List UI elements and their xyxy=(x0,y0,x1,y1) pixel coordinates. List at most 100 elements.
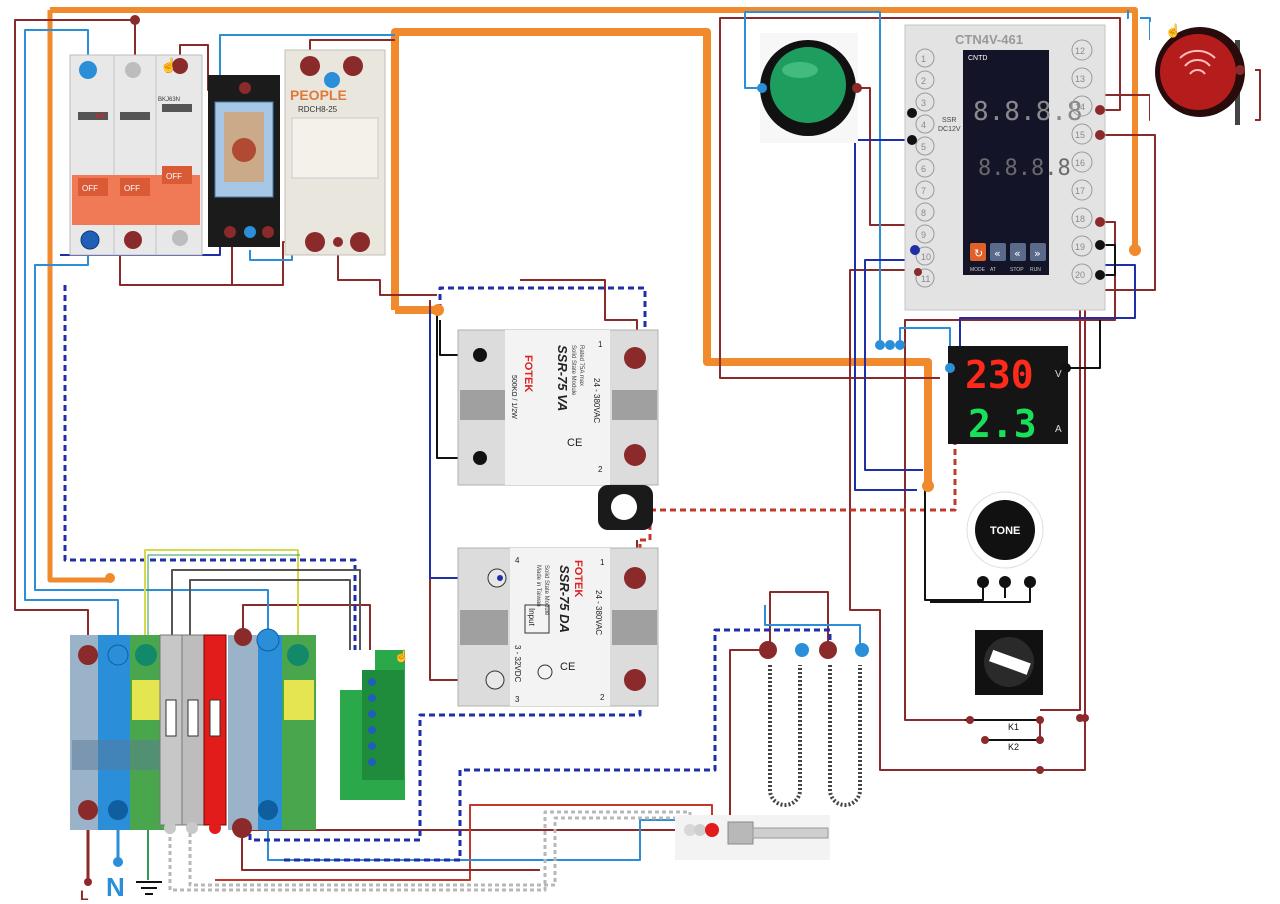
k2-label: K2 xyxy=(1008,742,1019,752)
knob-term-2 xyxy=(999,576,1011,588)
control-dashed-5 xyxy=(63,285,357,670)
terminal-block-right xyxy=(228,628,316,838)
breaker-term-bottom-2 xyxy=(124,231,142,249)
siren-icon: ☝ xyxy=(1150,22,1255,127)
controller-display-bottom: 8.8.8.8 xyxy=(978,156,1071,181)
relay-term-1 xyxy=(239,82,251,94)
controller-left-terminal-label: 1 xyxy=(921,54,926,64)
tb-l-term-3 xyxy=(135,644,157,666)
controller-term-dot-15 xyxy=(1095,130,1105,140)
lamp-term-2 xyxy=(852,83,862,93)
ssr-bottom-model: SSR-75 DA xyxy=(557,565,572,633)
controller-model: CTN4V-461 xyxy=(955,32,1023,47)
probe-term-3 xyxy=(705,823,719,837)
black-wire-3 xyxy=(924,490,984,601)
controller-right-terminal-label: 20 xyxy=(1075,270,1085,280)
earth-wire-3 xyxy=(147,554,300,655)
current-transformer-icon xyxy=(598,485,653,530)
contactor: PEOPLE RDCH8-25 xyxy=(284,49,386,256)
controller-display-top: 8.8.8.8 xyxy=(973,97,1083,127)
breaker-rating: BKJ63N xyxy=(158,97,180,103)
controller-right-terminal xyxy=(1071,179,1093,201)
siren-cursor-icon: ☝ xyxy=(1165,22,1181,39)
temperature-probe-icon xyxy=(675,815,830,860)
knob-label: TONE xyxy=(990,525,1020,537)
controller-voltage-label: DC12V xyxy=(938,126,961,133)
controller-right-terminal-label: 14 xyxy=(1075,102,1085,112)
tb-r-term-4 xyxy=(232,818,252,838)
ssr-top-pin1: 1 xyxy=(598,340,603,349)
circuit-breaker: OFF OFF OFF LS BKJ63N ☝ xyxy=(69,54,203,256)
neutral-wire-4 xyxy=(34,240,269,640)
controller-right-terminal-label: 19 xyxy=(1075,242,1085,252)
ssr-bottom: FOTEK SSR-75 DA Solid State Module Made … xyxy=(457,547,659,707)
controller-left-terminal-label: 9 xyxy=(921,230,926,240)
tb-l-term-6 xyxy=(136,800,156,820)
meter-unit-a: A xyxy=(1055,424,1062,435)
controller-right-terminal-label: 17 xyxy=(1075,186,1085,196)
controller-left-terminal-label: 5 xyxy=(921,142,926,152)
switch-k1-k2: K1 K2 xyxy=(966,714,1089,774)
contactor-term-4 xyxy=(305,232,325,252)
heater-term-4 xyxy=(855,643,869,657)
controller-left-terminal xyxy=(915,114,935,134)
ssr-top-rating: Rated 75A max xyxy=(578,345,584,386)
controller-left-terminal xyxy=(915,224,935,244)
heater-element-icon xyxy=(768,665,862,807)
neutral-wire-1 xyxy=(24,29,119,655)
relay-term-4 xyxy=(262,226,274,238)
ssr-bottom-pin4: 4 xyxy=(515,556,520,565)
controller-key-glyph: « xyxy=(994,247,1001,260)
neutral-wire-11 xyxy=(764,605,861,650)
sensor-wire-3 xyxy=(171,569,361,680)
controller-right-terminal-label: 15 xyxy=(1075,130,1085,140)
ssr-top-resistor: 500KΩ / 1/2W xyxy=(510,375,517,419)
ssr-top-model: SSR-75 VA xyxy=(555,345,570,411)
controller-key-glyph: « xyxy=(1014,247,1021,260)
controller-term-dot-5 xyxy=(907,135,917,145)
bus-cursor-icon: ☝ xyxy=(394,648,409,663)
controller-left-terminal-label: 11 xyxy=(921,274,930,284)
phase-wire-1 xyxy=(14,19,135,640)
ssr-bottom-subtitle: Solid State Module xyxy=(543,565,549,616)
controller-key[interactable] xyxy=(1030,243,1046,261)
voltmeter-ammeter: 230 2.3 V A xyxy=(945,346,1071,446)
controller-key[interactable] xyxy=(970,243,986,261)
tb-l-term-1 xyxy=(78,645,98,665)
black-wire-5 xyxy=(930,585,1031,603)
relay-module xyxy=(208,75,280,247)
k2-term-right xyxy=(1036,736,1044,744)
controller-key[interactable] xyxy=(990,243,1006,261)
probe-term-2 xyxy=(694,824,706,836)
tb-m-term-2 xyxy=(186,822,198,834)
ssr-bottom-term-2 xyxy=(485,670,505,690)
ssr-bottom-brand: FOTEK xyxy=(572,560,584,597)
breaker-brand: LS xyxy=(96,113,105,120)
controller-term-dot-9 xyxy=(910,245,920,255)
heater-term-3 xyxy=(819,641,837,659)
ssr-bottom-term-3 xyxy=(624,567,646,589)
ssr-bottom-term-4 xyxy=(624,669,646,691)
controller-left-terminal xyxy=(915,180,935,200)
breaker-term-top-1 xyxy=(79,61,97,79)
controller-key-label: STOP xyxy=(1010,267,1024,273)
controller-term-dot-14 xyxy=(1095,105,1105,115)
ssr-bottom-made: Made in Taiwan xyxy=(535,565,541,607)
tb-m-term-3 xyxy=(209,822,221,834)
green-bus-bar: ☝ xyxy=(340,648,409,800)
controller-left-terminal-label: 2 xyxy=(921,76,926,86)
controller-key[interactable] xyxy=(1010,243,1026,261)
breaker-term-bottom-3 xyxy=(172,230,188,246)
meter-unit-v: V xyxy=(1055,369,1062,380)
phase-label: L xyxy=(80,887,89,903)
neutral-label-dot xyxy=(113,857,123,867)
neutral-wire-8 xyxy=(1127,10,1129,19)
relay-term-2 xyxy=(224,226,236,238)
control-wire-3 xyxy=(959,264,1136,375)
lamp-term-1 xyxy=(757,83,767,93)
ssr-bottom-pin2: 2 xyxy=(600,693,605,702)
phase-wire-6 xyxy=(337,242,437,296)
controller-key-label: RUN xyxy=(1030,267,1041,273)
meter-current: 2.3 xyxy=(968,402,1037,446)
